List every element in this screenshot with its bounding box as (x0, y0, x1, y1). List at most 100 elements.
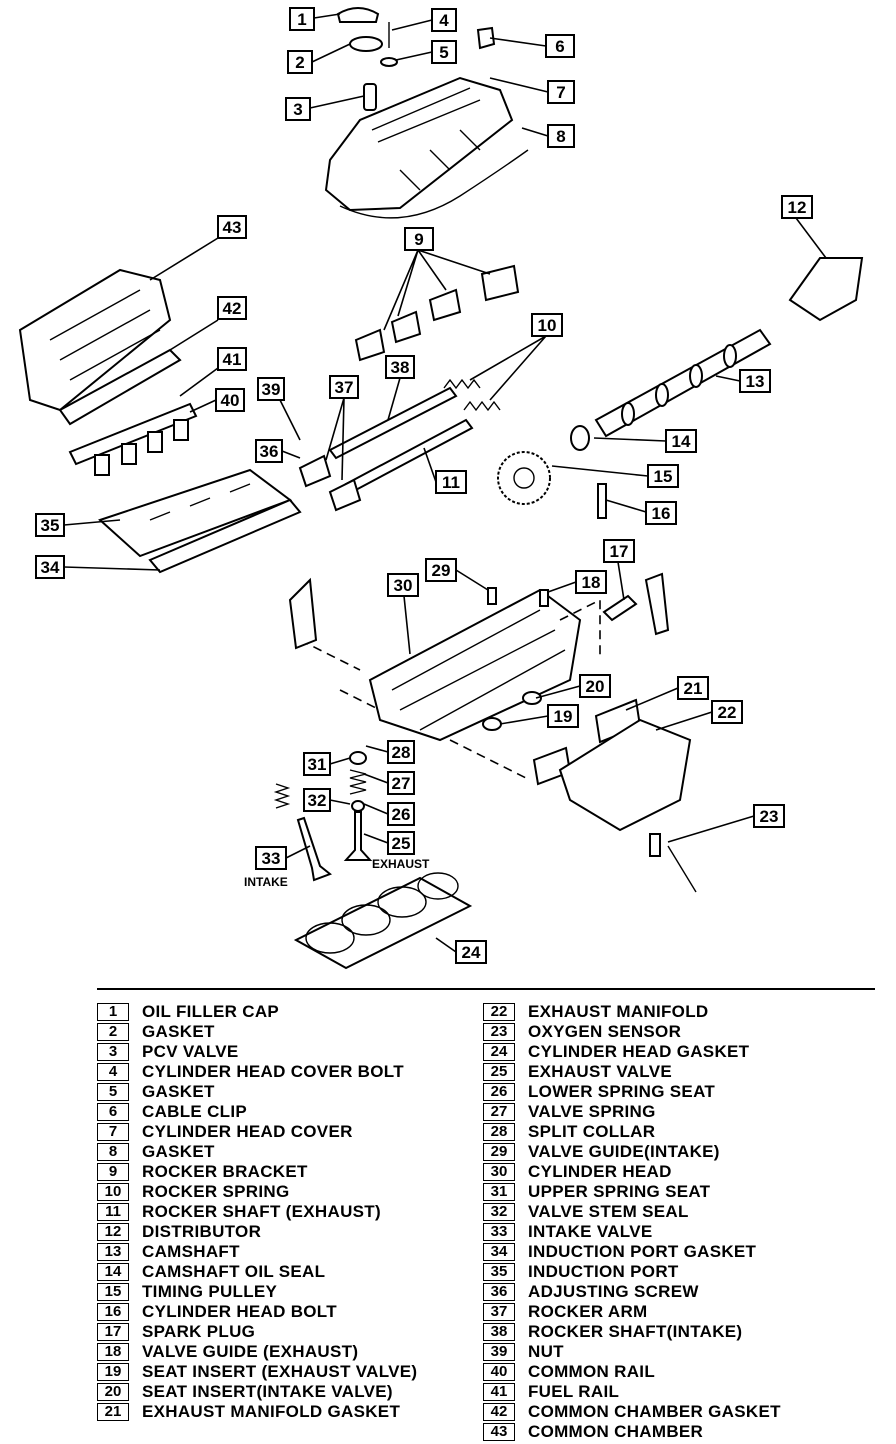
legend-label: VALVE GUIDE (EXHAUST) (142, 1342, 359, 1361)
callout-36: 36 (255, 439, 283, 463)
svg-text:39: 39 (262, 380, 281, 399)
legend-number: 9 (97, 1163, 129, 1181)
legend-label: LOWER SPRING SEAT (528, 1082, 716, 1101)
legend-number: 32 (483, 1203, 515, 1221)
legend-number: 22 (483, 1003, 515, 1021)
oxygen-sensor (649, 833, 697, 893)
svg-text:3: 3 (293, 100, 302, 119)
legend-number: 41 (483, 1383, 515, 1401)
svg-text:20: 20 (586, 677, 605, 696)
svg-text:29: 29 (432, 561, 451, 580)
callout-15: 15 (647, 464, 679, 488)
legend-number: 43 (483, 1423, 515, 1441)
legend-label: CAMSHAFT OIL SEAL (142, 1262, 326, 1281)
legend-label: VALVE GUIDE(INTAKE) (528, 1142, 720, 1161)
timing-pulley (497, 451, 551, 505)
svg-text:21: 21 (684, 679, 703, 698)
callout-41: 41 (217, 347, 247, 371)
legend-label: ROCKER SPRING (142, 1182, 290, 1201)
rocker-springs (443, 378, 501, 412)
legend-label: ADJUSTING SCREW (528, 1282, 699, 1301)
legend-label: COMMON CHAMBER (528, 1422, 704, 1441)
camshaft (594, 328, 772, 438)
legend-number: 10 (97, 1183, 129, 1201)
legend-label: INTAKE VALVE (528, 1222, 653, 1241)
legend-label: EXHAUST MANIFOLD (528, 1002, 709, 1021)
oil-filler-cap (336, 7, 380, 23)
intake-label: INTAKE (244, 875, 288, 889)
legend-row: 22 EXHAUST MANIFOLD (483, 1002, 863, 1022)
cylinder-head-gasket (293, 872, 473, 970)
spark-plug (602, 594, 638, 622)
callout-37: 37 (329, 375, 359, 399)
svg-text:35: 35 (41, 516, 60, 535)
legend-label: ROCKER SHAFT (EXHAUST) (142, 1202, 381, 1221)
callout-24: 24 (455, 940, 487, 964)
exploded-engine-diagram: INTAKE EXHAUST (18, 7, 864, 970)
callout-42: 42 (217, 296, 247, 320)
svg-text:18: 18 (582, 573, 601, 592)
svg-text:24: 24 (462, 943, 481, 962)
legend-number: 40 (483, 1363, 515, 1381)
svg-text:26: 26 (392, 805, 411, 824)
legend-number: 8 (97, 1143, 129, 1161)
callout-28: 28 (387, 740, 415, 764)
svg-text:36: 36 (260, 442, 279, 461)
callout-31: 31 (303, 752, 331, 776)
legend-number: 1 (97, 1003, 129, 1021)
cable-clip (476, 26, 496, 50)
legend-label: COMMON CHAMBER GASKET (528, 1402, 781, 1421)
svg-text:22: 22 (718, 703, 737, 722)
svg-text:37: 37 (335, 378, 354, 397)
svg-text:16: 16 (652, 504, 671, 523)
legend-number: 25 (483, 1063, 515, 1081)
svg-text:40: 40 (221, 391, 240, 410)
filler-cap-gasket (349, 36, 383, 52)
svg-text:15: 15 (654, 467, 673, 486)
callout-14: 14 (665, 429, 697, 453)
leader-lines (63, 13, 827, 953)
svg-text:42: 42 (223, 299, 242, 318)
callout-6: 6 (545, 34, 575, 58)
callout-38: 38 (385, 355, 415, 379)
legend-number: 12 (97, 1223, 129, 1241)
legend-number: 27 (483, 1103, 515, 1121)
callout-2: 2 (287, 50, 313, 74)
legend-label: NUT (528, 1342, 564, 1361)
svg-text:23: 23 (760, 807, 779, 826)
svg-text:5: 5 (439, 43, 448, 62)
callout-32: 32 (303, 788, 331, 812)
callout-4: 4 (431, 8, 457, 32)
legend-label: TIMING PULLEY (142, 1282, 278, 1301)
legend-label: DISTRIBUTOR (142, 1222, 262, 1241)
rocker-arms (298, 454, 362, 512)
svg-text:14: 14 (672, 432, 691, 451)
legend-label: CYLINDER HEAD GASKET (528, 1042, 750, 1061)
legend-number: 14 (97, 1263, 129, 1281)
callout-19: 19 (547, 704, 579, 728)
callout-29: 29 (425, 558, 457, 582)
legend-label: PCV VALVE (142, 1042, 239, 1061)
legend-row: 10 ROCKER SPRING (97, 1182, 477, 1202)
legend-number: 13 (97, 1243, 129, 1261)
legend-number: 34 (483, 1243, 515, 1261)
svg-text:13: 13 (746, 372, 765, 391)
exhaust-label: EXHAUST (372, 857, 430, 871)
